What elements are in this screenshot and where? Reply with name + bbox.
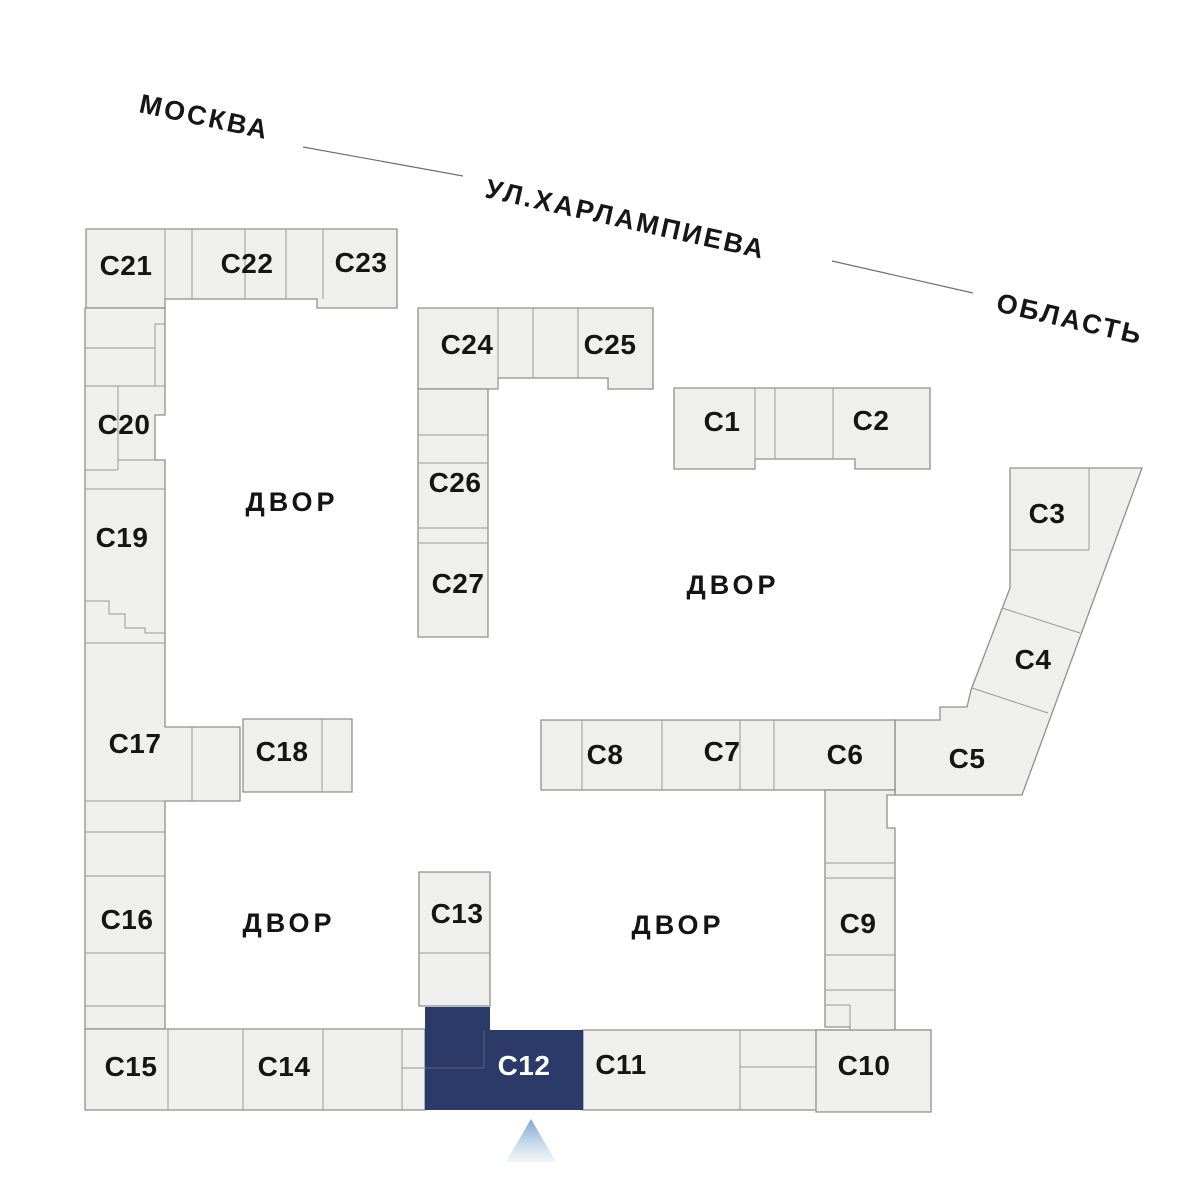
- section-c3-label: С3: [1029, 498, 1066, 529]
- section-c17-label: С17: [109, 728, 162, 759]
- dividers-c24-row: [497, 308, 579, 389]
- section-c11-label: С11: [595, 1049, 646, 1080]
- building-shapes: [84, 228, 1143, 1113]
- section-c13-label: С13: [431, 898, 484, 929]
- street-region-label: ОБЛАСТЬ: [994, 288, 1147, 351]
- section-c12-label: С12: [498, 1050, 551, 1081]
- dividers-c9: [825, 862, 895, 1030]
- dividers-c1-c2: [754, 388, 834, 469]
- dividers-south-row-east: [739, 1030, 816, 1110]
- section-c12-inner-dividers: [425, 1030, 485, 1069]
- dividers-mid-row: [581, 720, 775, 790]
- street-name-label: УЛ.ХАРЛАМПИЕВА: [483, 174, 769, 265]
- section-c26-label: С26: [429, 467, 482, 498]
- section-c2-label: С2: [853, 405, 890, 436]
- section-c15-label: С15: [105, 1051, 158, 1082]
- section-c4-label: С4: [1015, 644, 1052, 675]
- section-c14-label: С14: [258, 1051, 311, 1082]
- section-c23-label: С23: [335, 247, 388, 278]
- dividers-c26-c27: [418, 434, 488, 544]
- section-c16-label: С16: [101, 904, 154, 935]
- section-c6-label: С6: [827, 739, 864, 770]
- dividers-south-row-west: [167, 1029, 425, 1110]
- section-c27-label: С27: [432, 568, 485, 599]
- section-c12-shape[interactable]: [425, 1007, 583, 1110]
- building-c1-c2-shape[interactable]: [673, 387, 931, 470]
- dividers-east-band: [971, 468, 1090, 714]
- dividers-northwest-row: [164, 229, 324, 299]
- courtyard-label-northeast: ДВОР: [686, 570, 779, 600]
- courtyard-labels: ДВОР ДВОР ДВОР ДВОР: [242, 487, 779, 940]
- parcel-divider-lines: [85, 229, 1090, 1110]
- building-c13-shape[interactable]: [418, 871, 491, 1007]
- section-c20-label: С20: [98, 409, 151, 440]
- courtyard-label-northwest: ДВОР: [245, 487, 338, 517]
- street-line-east: [831, 260, 974, 294]
- section-c10-label: С10: [838, 1050, 891, 1081]
- section-c5-label: С5: [949, 743, 986, 774]
- building-c26-c27-column-shape[interactable]: [417, 388, 489, 638]
- section-c9-label: С9: [840, 908, 877, 939]
- section-c25-label: С25: [584, 329, 637, 360]
- selected-section-c12: [425, 1007, 583, 1110]
- section-labels: С1 С2 С3 С4 С5 С6 С7 С8 С9 С10 С11 С12 С…: [96, 247, 1066, 1082]
- section-c19-label: С19: [96, 522, 149, 553]
- building-c18-shape[interactable]: [242, 718, 353, 793]
- street-city-label: МОСКВА: [137, 89, 272, 146]
- section-c8-label: С8: [587, 739, 624, 770]
- section-c7-label: С7: [704, 736, 741, 767]
- section-c22-label: С22: [221, 248, 274, 279]
- street-line-west: [302, 146, 464, 177]
- building-east-band-shape[interactable]: [894, 467, 1143, 796]
- building-c9-shape[interactable]: [824, 789, 896, 1031]
- courtyard-label-southeast: ДВОР: [631, 910, 724, 940]
- dividers-west-wing: [85, 323, 193, 1007]
- section-c18-label: С18: [256, 736, 309, 767]
- section-c1-label: С1: [704, 406, 741, 437]
- section-c21-label: С21: [100, 250, 153, 281]
- section-c24-label: С24: [441, 329, 494, 360]
- selected-pointer-icon: [506, 1119, 556, 1162]
- courtyard-label-southwest: ДВОР: [242, 908, 335, 938]
